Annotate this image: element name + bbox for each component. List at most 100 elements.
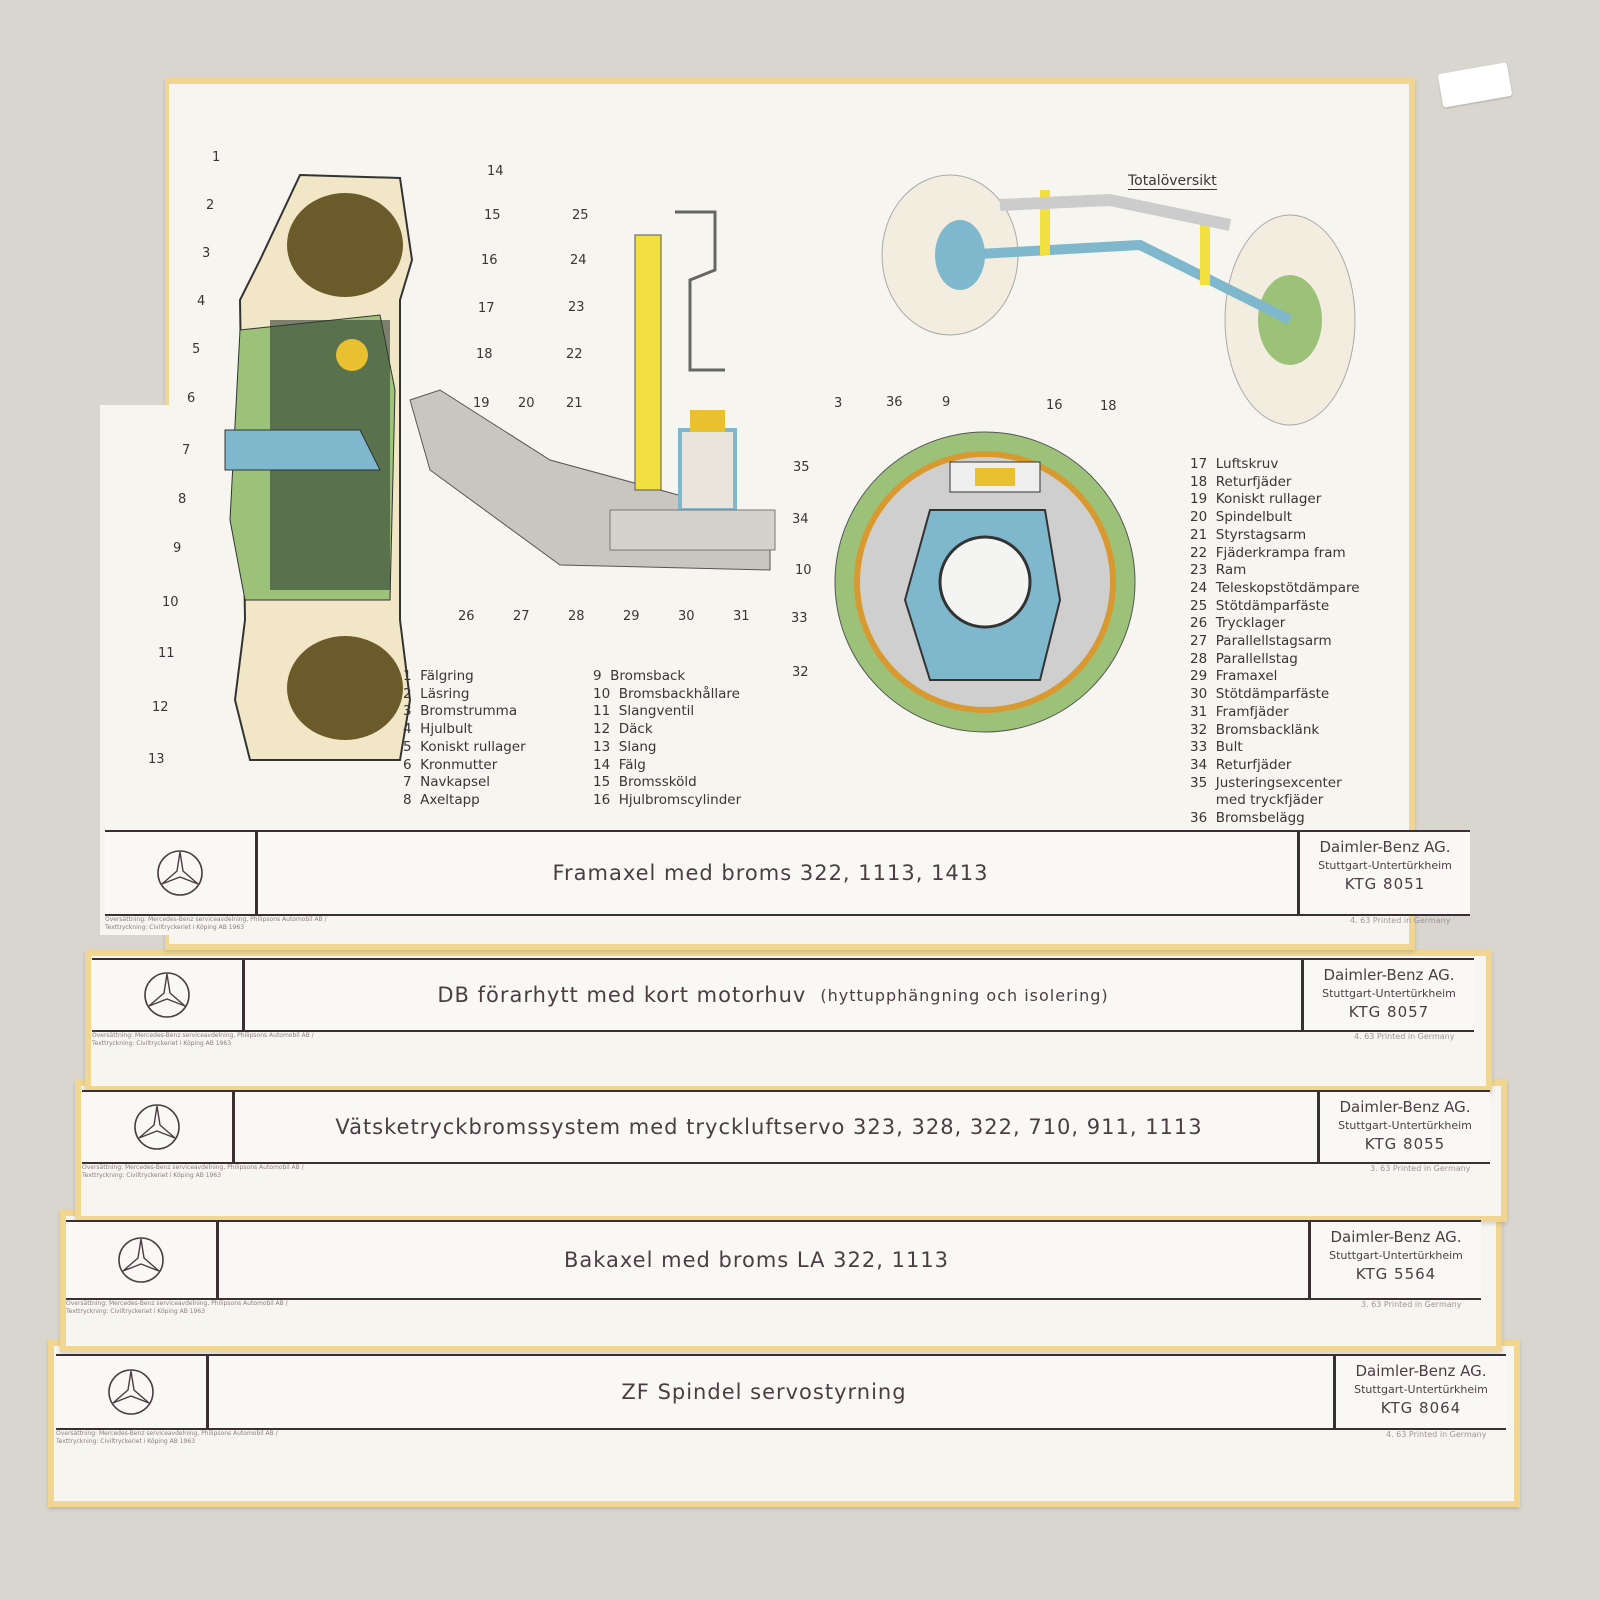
legend-item: 29 Framaxel bbox=[1190, 668, 1278, 685]
legend-item: 30 Stötdämparfäste bbox=[1190, 686, 1330, 703]
legend-item: 8 Axeltapp bbox=[403, 791, 480, 808]
mercedes-star-logo-icon bbox=[56, 1356, 209, 1428]
company-name: Daimler-Benz AG. bbox=[1355, 1362, 1487, 1380]
axle-overview bbox=[881, 174, 1356, 426]
callout-number: 13 bbox=[148, 752, 165, 767]
poster-title-strip: DB förarhytt med kort motorhuv (hyttupphä… bbox=[92, 958, 1474, 1032]
legend-item: 4 Hjulbult bbox=[403, 721, 473, 738]
callout-number: 28 bbox=[568, 609, 585, 624]
callout-number: 7 bbox=[182, 443, 191, 458]
callout-number: 17 bbox=[478, 301, 495, 316]
legend-item: 28 Parallellstag bbox=[1190, 650, 1298, 667]
print-date: 4. 63 Printed in Germany bbox=[1350, 916, 1451, 925]
mercedes-star-logo-icon bbox=[82, 1092, 235, 1162]
callout-number: 29 bbox=[623, 609, 640, 624]
callout-number: 4 bbox=[197, 294, 206, 309]
translation-credit: Översättning: Mercedes-Benz serviceavdel… bbox=[66, 1300, 288, 1315]
company-city: Stuttgart-Untertürkheim bbox=[1354, 1383, 1488, 1396]
callout-number: 9 bbox=[173, 541, 182, 556]
catalog-code: KTG 8064 bbox=[1380, 1399, 1462, 1417]
translation-credit: Översättning: Mercedes-Benz serviceavdel… bbox=[105, 916, 327, 931]
legend-item: 20 Spindelbult bbox=[1190, 509, 1293, 526]
legend-item: 3 Bromstrumma bbox=[403, 703, 518, 720]
company-name: Daimler-Benz AG. bbox=[1330, 1228, 1462, 1246]
poster-title: Framaxel med broms 322, 1113, 1413 bbox=[258, 832, 1297, 914]
callout-number: 24 bbox=[570, 253, 587, 268]
poster-title-strip: Vätsketryckbromssystem med tryckluftserv… bbox=[82, 1090, 1490, 1164]
legend-item: 2 Läsring bbox=[403, 685, 470, 702]
callout-number: 3 bbox=[834, 396, 843, 411]
print-date: 3. 63 Printed in Germany bbox=[1370, 1164, 1471, 1173]
mercedes-star-logo-icon bbox=[105, 832, 258, 914]
legend-item: 5 Koniskt rullager bbox=[403, 738, 526, 755]
poster-title-text: DB förarhytt med kort motorhuv bbox=[437, 983, 807, 1007]
callout-number: 10 bbox=[795, 563, 812, 578]
legend-item: 33 Bult bbox=[1190, 739, 1243, 756]
callout-number: 8 bbox=[178, 492, 187, 507]
legend-item: 7 Navkapsel bbox=[403, 774, 491, 791]
poster-title-text: Vätsketryckbromssystem med tryckluftserv… bbox=[335, 1115, 1203, 1139]
callout-number: 5 bbox=[192, 342, 201, 357]
poster-title-text: Framaxel med broms 322, 1113, 1413 bbox=[552, 861, 989, 885]
callout-number: 19 bbox=[473, 396, 490, 411]
legend-item: 6 Kronmutter bbox=[403, 756, 498, 773]
print-date: 4. 63 Printed in Germany bbox=[1354, 1032, 1455, 1041]
catalog-code: KTG 5564 bbox=[1355, 1265, 1437, 1283]
company-city: Stuttgart-Untertürkheim bbox=[1329, 1249, 1463, 1262]
legend-item: 9 Bromsback bbox=[593, 668, 686, 684]
callout-number: 23 bbox=[568, 300, 585, 315]
translation-credit: Översättning: Mercedes-Benz serviceavdel… bbox=[82, 1164, 304, 1179]
callout-number: 30 bbox=[678, 609, 695, 624]
callout-number: 2 bbox=[206, 198, 215, 213]
company-city: Stuttgart-Untertürkheim bbox=[1338, 1119, 1472, 1132]
catalog-code: KTG 8057 bbox=[1348, 1003, 1430, 1021]
poster-subtitle: (hyttupphängning och isolering) bbox=[820, 985, 1109, 1005]
callout-number: 33 bbox=[791, 611, 808, 626]
callout-number: 16 bbox=[1046, 398, 1063, 413]
callout-number: 21 bbox=[566, 396, 583, 411]
callout-number: 36 bbox=[886, 395, 903, 410]
poster-title-strip: Bakaxel med broms LA 322, 1113 Daimler-B… bbox=[66, 1220, 1481, 1300]
legend-item: 25 Stötdämparfäste bbox=[1190, 597, 1330, 614]
callout-number: 16 bbox=[481, 253, 498, 268]
catalog-code: KTG 8055 bbox=[1364, 1135, 1446, 1153]
poster-title-text: ZF Spindel servostyrning bbox=[621, 1380, 907, 1404]
legend-item: 13 Slang bbox=[593, 738, 657, 755]
legend-item: 22 Fjäderkrampa fram bbox=[1190, 544, 1346, 561]
brake-drum bbox=[834, 431, 1136, 733]
poster-title: Vätsketryckbromssystem med tryckluftserv… bbox=[235, 1092, 1317, 1162]
shock-absorber bbox=[609, 210, 776, 551]
callout-number: 34 bbox=[792, 512, 809, 527]
callout-number: 14 bbox=[487, 164, 504, 179]
company-city: Stuttgart-Untertürkheim bbox=[1318, 859, 1452, 872]
legend-item: 16 Hjulbromscylinder bbox=[593, 791, 742, 808]
callout-number: 26 bbox=[458, 609, 475, 624]
company-city: Stuttgart-Untertürkheim bbox=[1322, 987, 1456, 1000]
company-name: Daimler-Benz AG. bbox=[1323, 966, 1455, 984]
legend-item: 21 Styrstagsarm bbox=[1190, 526, 1307, 543]
poster-title-text: Bakaxel med broms LA 322, 1113 bbox=[563, 1248, 950, 1272]
mercedes-star-logo-icon bbox=[92, 960, 245, 1030]
callout-number: 18 bbox=[476, 347, 493, 362]
legend-item: 15 Bromssköld bbox=[593, 774, 697, 791]
callout-number: 32 bbox=[792, 665, 809, 680]
legend-item: 32 Bromsbacklänk bbox=[1190, 721, 1320, 738]
callout-number: 9 bbox=[942, 395, 951, 410]
legend-item: 36 Bromsbelägg bbox=[1190, 810, 1305, 827]
callout-number: 25 bbox=[572, 208, 589, 223]
callout-number: 31 bbox=[733, 609, 750, 624]
callout-number: 18 bbox=[1100, 399, 1117, 414]
wheel-hub-section bbox=[224, 173, 771, 761]
legend-item: 19 Koniskt rullager bbox=[1190, 491, 1322, 508]
print-date: 4. 63 Printed in Germany bbox=[1386, 1430, 1487, 1439]
print-date: 3. 63 Printed in Germany bbox=[1361, 1300, 1462, 1309]
callout-number: 10 bbox=[162, 595, 179, 610]
mercedes-star-logo-icon bbox=[66, 1222, 219, 1298]
